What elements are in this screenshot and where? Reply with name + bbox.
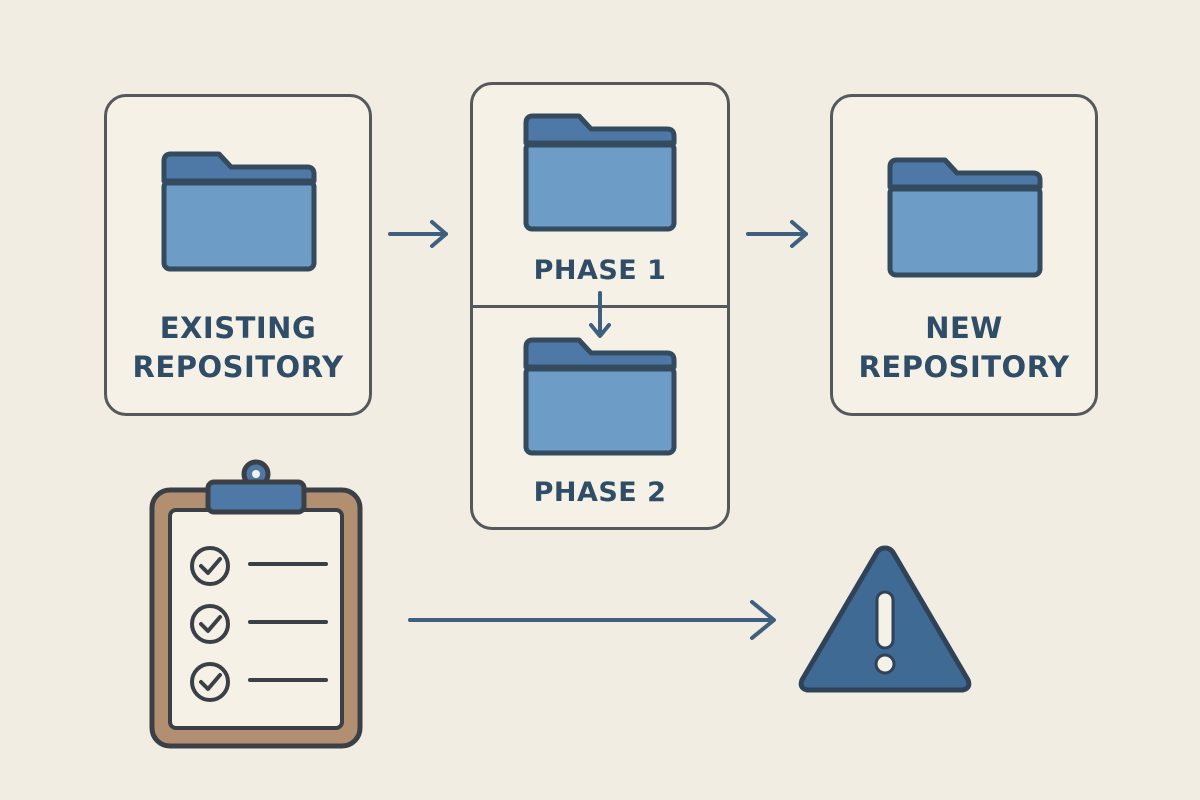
arrow-right-icon [746,220,808,248]
clipboard-checklist-icon [149,459,363,749]
phases-card: PHASE 1 PHASE 2 [470,82,730,530]
new-label-line1: NEW [925,311,1003,345]
arrow-right-icon [408,600,776,640]
phase-2-label: PHASE 2 [533,477,667,508]
folder-icon [161,151,317,272]
warning-icon [798,545,972,693]
new-repository-label: NEW REPOSITORY [833,309,1095,387]
check-circle-icon [190,604,230,644]
arrow-right-icon [388,220,448,248]
existing-repository-card: EXISTING REPOSITORY [104,94,372,416]
check-circle-icon [190,662,230,702]
arrow-down-icon [589,291,611,338]
check-circle-icon [190,546,230,586]
existing-repository-label: EXISTING REPOSITORY [107,309,369,387]
phase-1-label: PHASE 1 [533,255,667,286]
new-repository-card: NEW REPOSITORY [830,94,1098,416]
existing-label-line1: EXISTING [159,311,317,345]
new-label-line2: REPOSITORY [858,350,1070,384]
folder-icon [523,337,677,456]
folder-icon [887,157,1043,278]
existing-label-line2: REPOSITORY [132,350,344,384]
folder-icon [523,113,677,232]
